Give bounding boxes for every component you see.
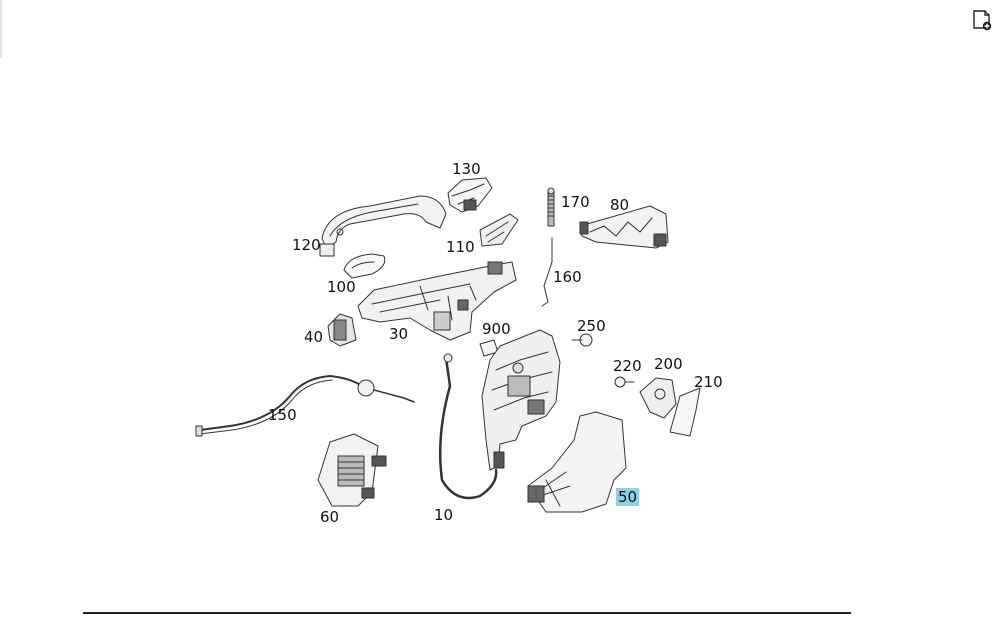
part-80[interactable] — [580, 206, 668, 248]
part-50[interactable] — [528, 412, 626, 512]
part-30[interactable] — [358, 262, 516, 340]
callout-10[interactable]: 10 — [434, 506, 454, 524]
part-60[interactable] — [318, 434, 386, 506]
part-120-outer-handle[interactable] — [320, 196, 446, 256]
callout-160[interactable]: 160 — [553, 268, 582, 286]
part-100[interactable] — [344, 254, 385, 278]
part-10[interactable] — [440, 354, 496, 498]
add-to-document-button[interactable] — [970, 8, 994, 32]
part-lock-assembly[interactable] — [482, 330, 560, 470]
part-220[interactable] — [615, 377, 634, 387]
callout-200[interactable]: 200 — [654, 355, 683, 373]
callout-900[interactable]: 900 — [482, 320, 511, 338]
callout-210[interactable]: 210 — [694, 373, 723, 391]
part-170[interactable] — [548, 188, 554, 226]
callout-50-highlighted[interactable]: 50 — [616, 488, 640, 506]
add-to-document-icon — [970, 8, 992, 31]
callout-40[interactable]: 40 — [304, 328, 324, 346]
callout-100[interactable]: 100 — [327, 278, 356, 296]
part-210[interactable] — [670, 388, 700, 436]
callout-220[interactable]: 220 — [613, 357, 642, 375]
left-edge-divider — [0, 0, 2, 58]
bottom-rule — [83, 612, 851, 614]
callout-130[interactable]: 130 — [452, 160, 481, 178]
part-40[interactable] — [328, 314, 356, 346]
part-200[interactable] — [640, 378, 676, 418]
part-110[interactable] — [480, 214, 518, 246]
callout-170[interactable]: 170 — [561, 193, 590, 211]
part-250[interactable] — [572, 334, 592, 346]
callout-30[interactable]: 30 — [389, 325, 409, 343]
part-150[interactable] — [196, 376, 414, 436]
callout-250[interactable]: 250 — [577, 317, 606, 335]
part-130[interactable] — [448, 178, 492, 212]
callout-120[interactable]: 120 — [292, 236, 321, 254]
part-160[interactable] — [542, 238, 552, 306]
callout-150[interactable]: 150 — [268, 406, 297, 424]
callout-80[interactable]: 80 — [610, 196, 630, 214]
callout-60[interactable]: 60 — [320, 508, 340, 526]
callout-110[interactable]: 110 — [446, 238, 475, 256]
